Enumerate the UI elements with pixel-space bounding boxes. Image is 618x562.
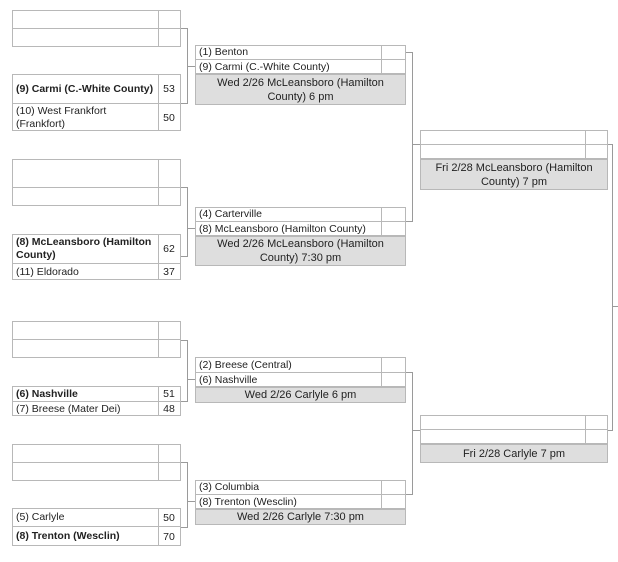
team-name — [421, 145, 586, 159]
team-name: (1) Benton — [196, 46, 382, 59]
team-score: 62 — [163, 243, 175, 255]
connector — [406, 221, 412, 222]
connector — [181, 28, 187, 29]
round3-game — [420, 415, 608, 444]
game-info: Fri 2/28 Carlyle 7 pm — [420, 444, 608, 463]
connector — [181, 103, 187, 104]
team-score: 37 — [163, 266, 175, 278]
connector — [187, 462, 188, 528]
team-score: 70 — [163, 530, 175, 543]
team-name — [421, 131, 586, 144]
team-name: (8) Trenton (Wesclin) — [196, 495, 382, 509]
team-name: (11) Eldorado — [13, 264, 159, 280]
round2-game: (4) Carterville (8) McLeansboro (Hamilto… — [195, 207, 406, 236]
connector — [412, 372, 413, 495]
connector — [181, 462, 187, 463]
round1-game: (8) McLeansboro (Hamilton County) 62 (11… — [12, 234, 181, 280]
team-name: (9) Carmi (C.-White County) — [196, 60, 382, 74]
connector — [412, 52, 413, 222]
connector — [181, 187, 187, 188]
team-score: 51 — [163, 388, 175, 400]
team-score: 50 — [163, 511, 175, 524]
team-name: (3) Columbia — [196, 481, 382, 494]
team-score: 53 — [163, 83, 175, 95]
round1-game: (9) Carmi (C.-White County) 53 (10) West… — [12, 74, 181, 131]
connector — [412, 144, 420, 145]
round2-game: (3) Columbia (8) Trenton (Wesclin) — [195, 480, 406, 509]
team-score: 50 — [163, 111, 175, 124]
team-name: (6) Nashville — [196, 373, 382, 387]
connector — [187, 66, 195, 67]
game-info: Wed 2/26 McLeansboro (Hamilton County) 6… — [195, 74, 406, 105]
game-info: Wed 2/26 Carlyle 6 pm — [195, 387, 406, 403]
connector — [406, 372, 412, 373]
team-name — [421, 430, 586, 444]
round3-game — [420, 130, 608, 159]
connector — [187, 187, 188, 257]
round1-game: (6) Nashville 51 (7) Breese (Mater Dei) … — [12, 386, 181, 416]
connector — [612, 144, 613, 431]
team-name: (7) Breese (Mater Dei) — [13, 402, 159, 416]
connector — [612, 306, 618, 307]
round1-game: (5) Carlyle 50 (8) Trenton (Wesclin) 70 — [12, 508, 181, 546]
connector — [187, 340, 188, 402]
connector — [608, 430, 612, 431]
connector — [187, 379, 195, 380]
round1-empty-slot — [12, 321, 181, 358]
connector — [187, 501, 195, 502]
round2-game: (2) Breese (Central) (6) Nashville — [195, 357, 406, 387]
team-name: (5) Carlyle — [13, 509, 159, 526]
connector — [181, 527, 187, 528]
connector — [181, 340, 187, 341]
round1-empty-slot — [12, 444, 181, 481]
connector — [187, 228, 195, 229]
team-name: (10) West Frankfort (Frankfort) — [13, 104, 159, 131]
game-info: Wed 2/26 McLeansboro (Hamilton County) 7… — [195, 236, 406, 266]
round2-game: (1) Benton (9) Carmi (C.-White County) — [195, 45, 406, 74]
connector — [181, 401, 187, 402]
team-score: 48 — [163, 403, 175, 415]
connector — [608, 144, 612, 145]
team-name: (8) Trenton (Wesclin) — [13, 527, 159, 546]
connector — [406, 494, 412, 495]
team-name: (4) Carterville — [196, 208, 382, 221]
game-info: Fri 2/28 McLeansboro (Hamilton County) 7… — [420, 159, 608, 190]
team-name: (8) McLeansboro (Hamilton County) — [13, 235, 159, 263]
team-name — [421, 416, 586, 429]
connector — [412, 430, 420, 431]
game-info: Wed 2/26 Carlyle 7:30 pm — [195, 509, 406, 525]
connector — [181, 256, 187, 257]
round1-empty-slot — [12, 159, 181, 206]
team-name: (8) McLeansboro (Hamilton County) — [196, 222, 382, 236]
team-name: (9) Carmi (C.-White County) — [13, 75, 159, 103]
connector — [406, 52, 412, 53]
team-name: (2) Breese (Central) — [196, 358, 382, 372]
team-name: (6) Nashville — [13, 387, 159, 401]
round1-empty-slot — [12, 10, 181, 47]
